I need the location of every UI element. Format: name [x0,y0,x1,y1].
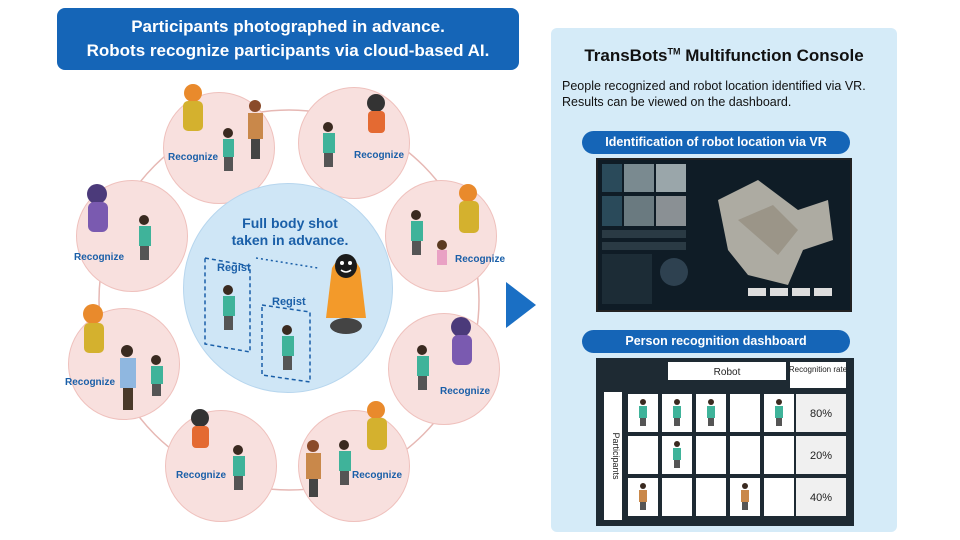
recognized-person-icon [707,399,715,426]
person-figure [306,440,321,497]
banner-line-1: Participants photographed in advance. [131,17,445,36]
flow-arrow-icon [506,282,536,328]
recognize-label-3: Recognize [74,252,125,263]
console-description: People recognized and robot location ide… [562,78,892,110]
recognize-label-4: Recognize [455,254,506,265]
figure-illustrations [83,84,479,497]
banner-line-2: Robots recognize participants via cloud-… [86,41,490,60]
recognized-person-icon [775,399,783,426]
desc-line-2: Results can be viewed on the dashboard. [562,95,792,109]
desc-line-1: People recognized and robot location ide… [562,79,866,93]
dashboard-cell [696,436,726,474]
dashboard-section-label: Person recognition dashboard [582,330,850,353]
dashboard-cell [730,436,760,474]
recognized-person-icon [741,483,749,510]
person-figure [223,128,234,171]
person-figure [282,325,294,370]
console-title: TransBotsTM Multifunction Console [584,46,864,65]
recognition-rate-value: 20% [810,450,832,462]
ring-connector [98,109,480,491]
person-figure [339,440,351,485]
dashboard-cell [628,436,658,474]
rate-header-text: Recognition rate [789,365,848,374]
registration-illustration [204,254,366,383]
recognized-person-icon [673,399,681,426]
dashboard-table: Robot Recognition rate Participants 80% 2… [604,362,848,520]
person-figure [411,210,423,255]
dashboard-cell [764,478,794,516]
recognition-rate-value: 80% [810,408,832,420]
recognition-dashboard: Robot Recognition rate Participants 80% 2… [596,358,854,526]
recognized-person-icon [639,399,647,426]
dashboard-cell [662,478,692,516]
participants-label: Participants [611,432,621,480]
regist-label-1: Regist [217,262,251,274]
person-figure [223,285,235,330]
recognize-label-6: Recognize [440,386,491,397]
trademark-mark: TM [667,46,681,57]
robot-figure [459,184,479,233]
recognize-circle-6 [388,313,500,425]
robot-figure [83,304,104,353]
dashboard-cell [730,394,760,432]
recognize-circle-4 [385,180,497,292]
person-figure [151,355,163,396]
rate-cell [796,478,846,516]
recognition-rate-value: 40% [810,492,832,504]
rate-cell [796,394,846,432]
rate-cell [796,436,846,474]
robot-figure [367,401,387,450]
header-banner: Participants photographed in advance. Ro… [57,8,519,70]
person-figure [417,345,429,390]
rate-header: Recognition rate [789,365,848,374]
person-figure [233,445,245,490]
center-caption: Full body shot taken in advance. [205,215,375,249]
center-line-1: Full body shot [242,215,338,231]
recognize-label-8: Recognize [352,470,403,481]
vr-map-illustration [598,160,850,310]
robot-figure [451,317,472,365]
dashboard-grid: 80% 20% 40% [628,394,846,516]
recognize-label-2: Recognize [354,150,405,161]
console-panel: TransBotsTM Multifunction Console People… [551,28,897,532]
person-figure [248,100,263,159]
recognized-person-icon [673,441,681,468]
regist-label-2: Regist [272,296,306,308]
recognize-label-1: Recognize [168,152,219,163]
recognize-circle-2 [298,87,410,199]
robot-figure [183,84,203,131]
recognize-label-5: Recognize [65,377,116,388]
person-figure [437,240,447,265]
robot-figure [367,94,385,133]
person-figure [120,345,136,410]
vr-section-label: Identification of robot location via VR [582,131,850,154]
vr-screen [596,158,852,312]
ghost-robot-figure [326,254,366,334]
dashboard-cell [764,436,794,474]
robot-header: Robot [714,367,741,378]
recognize-circle-7 [165,410,277,522]
recognize-label-7: Recognize [176,470,227,481]
person-figure [139,215,151,260]
recognized-person-icon [639,483,647,510]
person-figure [323,122,335,167]
dashboard-cell [696,478,726,516]
robot-figure [87,184,108,232]
center-line-2: taken in advance. [231,232,349,248]
robot-figure [191,409,209,448]
